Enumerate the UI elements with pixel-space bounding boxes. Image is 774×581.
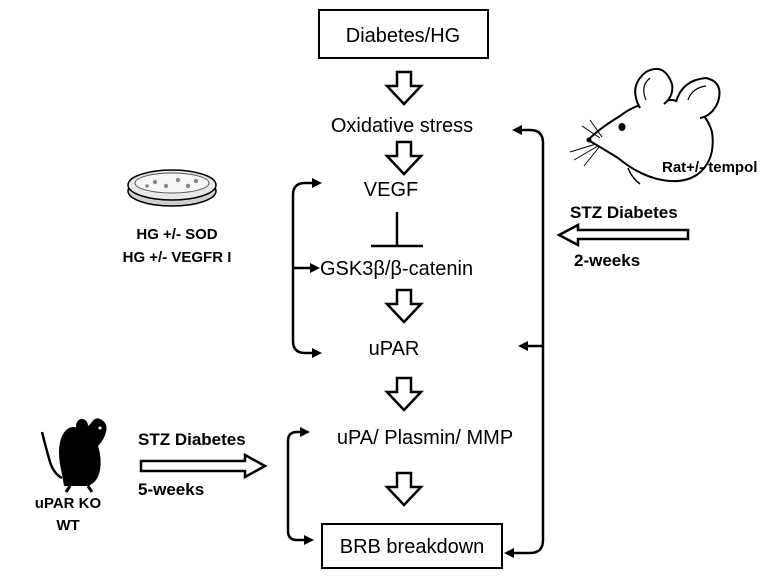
mouse-model-bracket bbox=[286, 430, 306, 542]
down-arrow-1 bbox=[384, 70, 424, 106]
mouse-to-diagram-arrow bbox=[139, 452, 268, 480]
bracket-arrowhead-oxidative bbox=[512, 125, 522, 135]
cell-culture-line2: HG +/- VEGFR I bbox=[123, 249, 232, 266]
bracket-arrowhead-upa bbox=[300, 427, 310, 437]
mouse-icon bbox=[40, 418, 107, 493]
brb-breakdown-label: BRB breakdown bbox=[340, 536, 485, 558]
diabetes-hg-label: Diabetes/HG bbox=[346, 25, 461, 47]
diabetes-hg-box bbox=[318, 9, 489, 59]
cell-culture-line1: HG +/- SOD bbox=[136, 226, 217, 243]
down-arrow-4 bbox=[384, 376, 424, 412]
rat-model-bracket bbox=[512, 128, 545, 555]
mouse-genotype-2: WT bbox=[56, 517, 79, 534]
oxidative-stress-label: Oxidative stress bbox=[331, 115, 473, 137]
rat-to-diagram-arrow bbox=[556, 222, 690, 248]
bracket-arrowhead-upar bbox=[312, 348, 322, 358]
bracket-arrowhead-gsk bbox=[310, 263, 320, 273]
rat-duration: 2-weeks bbox=[574, 251, 640, 270]
down-arrow-5 bbox=[384, 471, 424, 507]
bracket-arrowhead-brb bbox=[504, 548, 514, 558]
upar-label: uPAR bbox=[369, 338, 420, 360]
vegf-label: VEGF bbox=[364, 179, 418, 201]
rat-label: Rat+/- tempol bbox=[662, 159, 757, 176]
mouse-duration: 5-weeks bbox=[138, 480, 204, 499]
petri-dish-icon bbox=[127, 169, 217, 207]
upa-plasmin-mmp-label: uPA/ Plasmin/ MMP bbox=[337, 427, 513, 449]
down-arrow-3 bbox=[384, 288, 424, 324]
mouse-genotype-1: uPAR KO bbox=[35, 495, 102, 512]
brb-breakdown-box bbox=[321, 523, 503, 569]
mouse-treatment: STZ Diabetes bbox=[138, 430, 246, 449]
rat-treatment: STZ Diabetes bbox=[570, 203, 678, 222]
down-arrow-2 bbox=[384, 140, 424, 176]
bracket-arrowhead-vegf bbox=[312, 178, 322, 188]
gsk-catenin-label: GSK3β/β-catenin bbox=[320, 258, 473, 280]
rat-icon bbox=[569, 68, 721, 185]
bracket-arrowhead-upar-right bbox=[518, 341, 528, 351]
bracket-arrowhead-brb-left bbox=[304, 535, 314, 545]
